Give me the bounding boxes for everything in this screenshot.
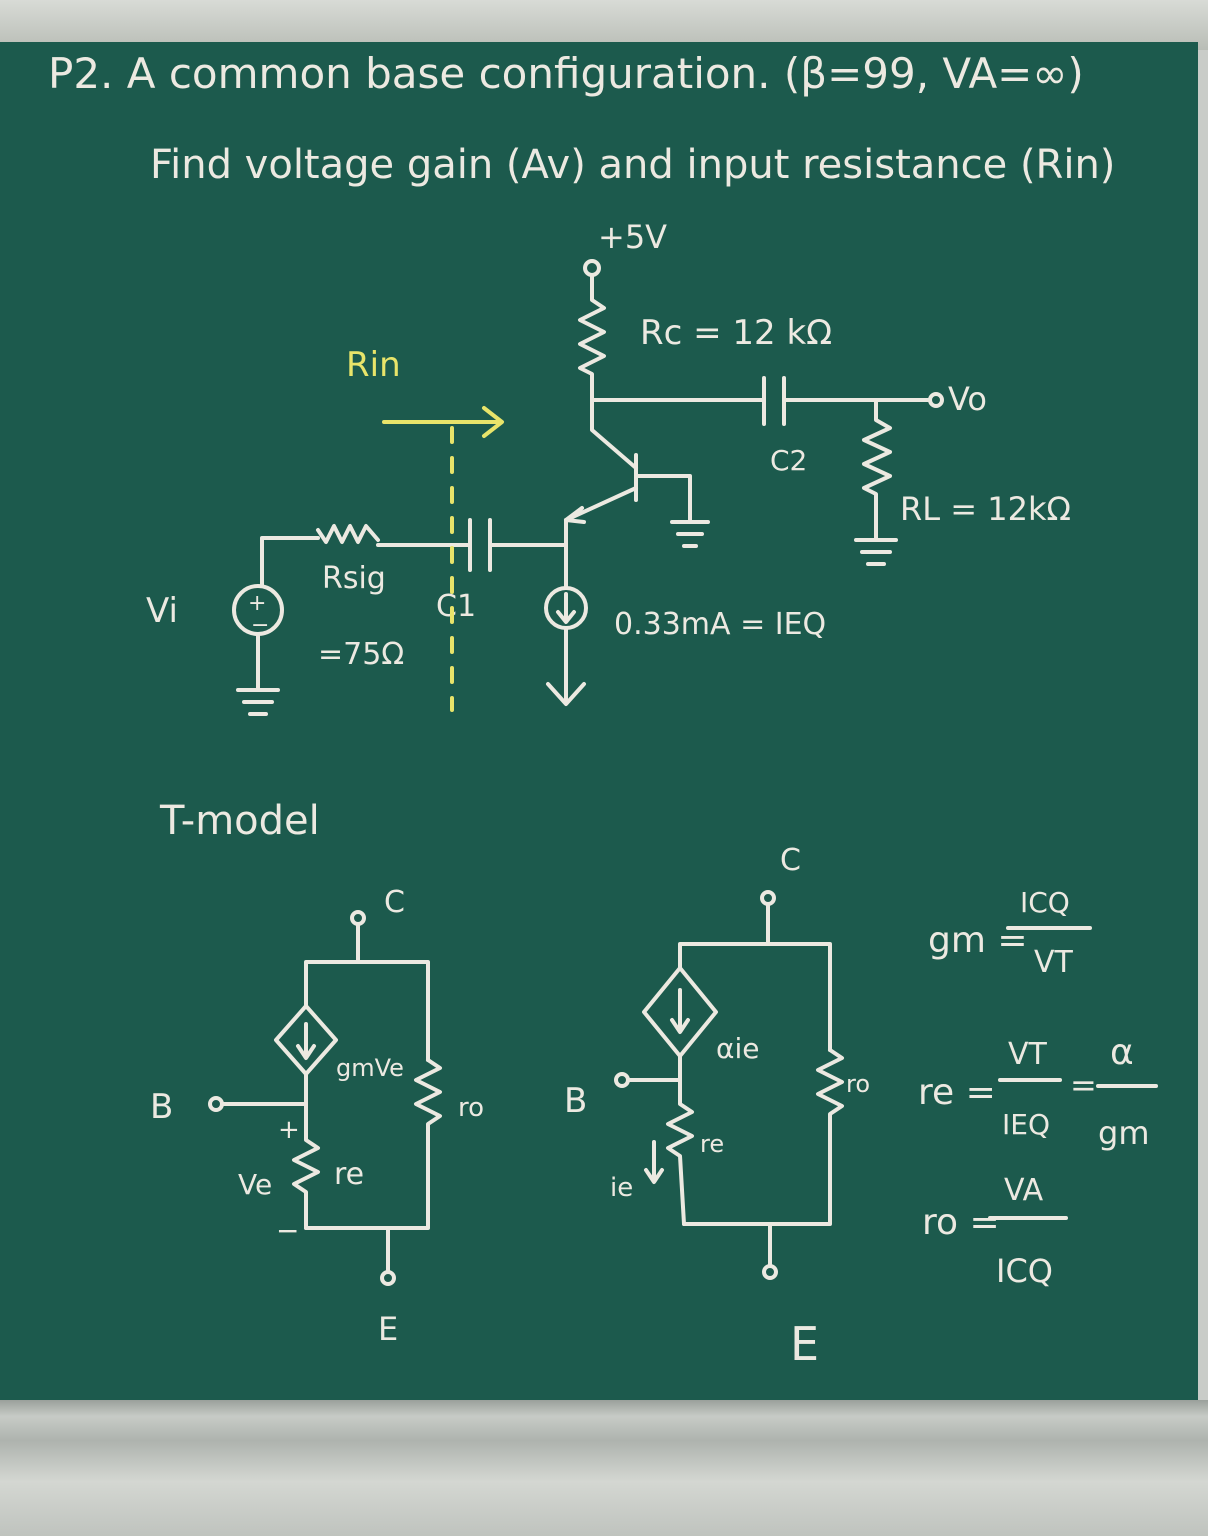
gm-den: VT — [1034, 945, 1074, 980]
tmodel2-e-node — [762, 1264, 778, 1280]
rsig-resistor — [316, 524, 380, 544]
supply-node — [583, 259, 601, 277]
problem-line-1: P2. A common base configuration. (β=99, … — [48, 49, 1084, 98]
tmodel2-dep-arrow — [670, 988, 690, 1034]
tmodel2-c: C — [780, 843, 801, 878]
re-lhs: re = — [918, 1072, 996, 1113]
ro-num: VA — [1004, 1173, 1044, 1208]
tmodel1-c: C — [384, 885, 405, 920]
vi-plus: + — [248, 591, 266, 616]
vi-label: Vi — [146, 591, 178, 631]
tmodel1-plus: + — [278, 1115, 300, 1145]
re-num: VT — [1008, 1037, 1048, 1072]
c2-label: C2 — [770, 444, 807, 477]
tmodel1-top-wires — [304, 922, 430, 1062]
tmodel1-e-node — [380, 1270, 396, 1286]
tmodel2-ro-label: ro — [846, 1070, 870, 1098]
tmodel1-ve: Ve — [238, 1168, 272, 1201]
base-ground — [670, 520, 710, 548]
tmodel1-ro — [304, 1058, 442, 1230]
rl-ground — [854, 538, 898, 566]
emitter-wire — [490, 518, 568, 547]
tmodel2-ie-arrow — [644, 1140, 664, 1184]
tmodel2-alpha-label: αie — [716, 1032, 759, 1065]
tmodel2-b: B — [564, 1081, 587, 1121]
re-den: IEQ — [1002, 1108, 1050, 1141]
ro-den: ICQ — [996, 1252, 1053, 1290]
re-num2: α — [1110, 1032, 1134, 1073]
formulas: gm = ICQ VT re = VT IEQ = α gm ro = VA I… — [918, 886, 1158, 1290]
emitter-lead — [564, 486, 638, 524]
re-eq: = — [1070, 1066, 1097, 1104]
tmodel2-e: E — [790, 1317, 819, 1371]
rl-resistor — [862, 398, 892, 542]
vi-minus: − — [251, 613, 269, 638]
vo-node — [928, 392, 944, 408]
tmodel2-re — [666, 1054, 694, 1226]
rsig-label: Rsig — [322, 561, 386, 596]
bias-current-label: 0.33mA = IEQ — [614, 607, 826, 642]
c2-capacitor — [762, 376, 786, 426]
rsig-value: =75Ω — [318, 637, 404, 672]
ro-lhs: ro = — [922, 1202, 1000, 1243]
collector-lead — [590, 398, 638, 470]
source-top-wire — [260, 536, 320, 588]
problem-line-2: Find voltage gain (Av) and input resista… — [150, 142, 1115, 188]
tmodel-title: T-model — [159, 798, 320, 844]
tmodel2-ro — [682, 1048, 844, 1226]
tmodel2-top-wires — [678, 902, 832, 1052]
chalk-tray — [0, 1400, 1208, 1536]
tmodel1-re-label: re — [334, 1157, 364, 1192]
tmodel1-b: B — [150, 1087, 173, 1127]
vo-label: Vo — [948, 380, 987, 418]
tmodel2-re-label: re — [700, 1130, 724, 1158]
tmodel1-e: E — [378, 1310, 398, 1348]
tmodel-1: C gmVe ro re B + Ve − E — [150, 885, 484, 1348]
current-source-arrow — [556, 592, 576, 624]
tmodel2-ie-label: ie — [610, 1173, 633, 1203]
source-to-rail — [546, 626, 586, 706]
common-base-circuit: +5V Rc = 12 kΩ Vo C2 RL = 12kΩ — [146, 218, 1071, 716]
re-den2: gm — [1098, 1114, 1149, 1152]
tmodel1-re — [292, 1072, 320, 1230]
c1-label: C1 — [436, 589, 476, 624]
rl-label: RL = 12kΩ — [900, 490, 1071, 528]
c1-capacitor — [468, 518, 492, 572]
tmodel1-ro-label: ro — [458, 1093, 484, 1123]
tmodel-2: C αie ro re B ie E — [564, 843, 870, 1371]
rin-label: Rin — [346, 345, 401, 385]
board-top-frame — [0, 0, 1208, 50]
rin-arrow — [382, 406, 504, 438]
tmodel1-dep-arrow — [296, 1022, 316, 1060]
gm-num: ICQ — [1020, 886, 1070, 919]
supply-label: +5V — [598, 218, 667, 256]
rc-label: Rc = 12 kΩ — [640, 313, 832, 353]
vi-ground — [236, 632, 280, 716]
tmodel1-gm-label: gmVe — [336, 1054, 404, 1082]
tmodel1-minus: − — [276, 1214, 299, 1247]
base-wire — [634, 474, 692, 522]
rc-resistor — [578, 273, 606, 402]
